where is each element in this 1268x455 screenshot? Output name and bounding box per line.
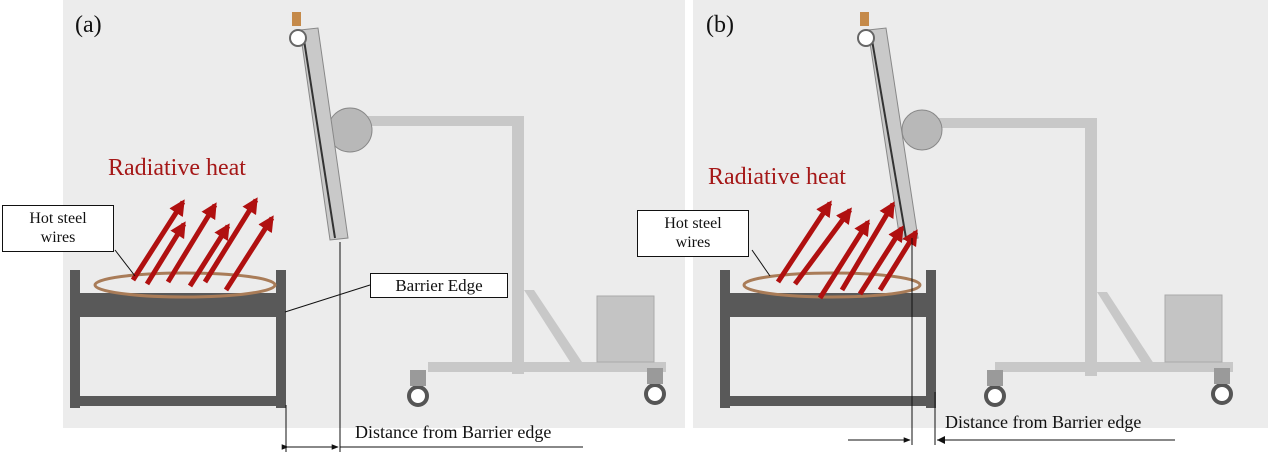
wheel	[644, 383, 666, 405]
heat-arrow	[165, 202, 218, 284]
hot-steel-wires-callout-a: Hot steel wires	[2, 205, 114, 252]
wires-leader	[751, 249, 771, 277]
panel-a-apparatus	[289, 12, 666, 407]
wheel	[407, 385, 429, 407]
wheel	[984, 385, 1006, 407]
hot-wire-ring	[742, 271, 922, 299]
panel-a-heat-arrows	[130, 197, 275, 292]
sensor-bar	[299, 27, 349, 241]
callout-line: Hot steel	[29, 210, 87, 227]
heat-arrow	[202, 197, 259, 284]
heat-arrow	[187, 223, 231, 288]
heat-arrow	[817, 219, 871, 300]
heat-arrow	[130, 199, 186, 282]
heat-arrow	[223, 215, 275, 292]
panel-b-label: (b)	[706, 12, 734, 38]
heat-arrow	[877, 229, 919, 292]
stand-base	[428, 362, 666, 372]
wires-leader	[114, 249, 136, 277]
panel-b-apparatus	[857, 12, 1233, 407]
hot-steel-wires-callout-b: Hot steel wires	[637, 210, 749, 257]
hot-wire-ring	[93, 271, 277, 299]
heat-arrow	[857, 225, 905, 296]
panel-a	[63, 0, 685, 428]
distance-label-b: Distance from Barrier edge	[945, 412, 1142, 432]
panel-a-label: (a)	[75, 12, 102, 38]
heat-arrow	[792, 207, 853, 286]
distance-label-a: Distance from Barrier edge	[355, 422, 552, 442]
stand-arm	[352, 116, 524, 126]
barrier-leader	[284, 284, 371, 313]
callout-line: wires	[40, 229, 76, 246]
panel-b-heat-arrows	[775, 200, 919, 300]
control-box	[596, 295, 655, 363]
barrier-edge-callout: Barrier Edge	[370, 273, 508, 298]
stand-brace	[524, 290, 586, 368]
callout-line: Hot steel	[664, 215, 722, 232]
wheel	[1211, 383, 1233, 405]
heat-arrow	[775, 200, 833, 284]
radiative-heat-label-b: Radiative heat	[708, 164, 846, 190]
heat-arrow	[144, 221, 187, 286]
angle-dial	[901, 109, 943, 151]
sensor-bar	[867, 27, 919, 241]
panel-b-table	[720, 270, 936, 408]
stand-column	[512, 122, 524, 374]
callout-line: wires	[675, 234, 711, 251]
control-box	[1164, 294, 1223, 363]
panel-a-table	[70, 270, 286, 408]
radiative-heat-label-a: Radiative heat	[108, 155, 246, 181]
heat-arrow	[839, 201, 896, 292]
